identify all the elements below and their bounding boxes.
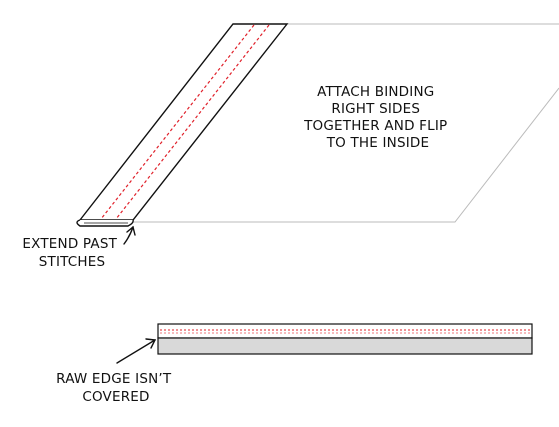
fabric-layer [157, 337, 533, 355]
attach-binding-line-2: RIGHT SIDES [331, 101, 420, 117]
attach-binding-line-1: ATTACH BINDING [317, 84, 434, 100]
top-illustration [76, 23, 559, 227]
raw-edge-label: RAW EDGE ISN’T COVERED [56, 371, 176, 405]
fabric-panel-right-edge [130, 87, 559, 223]
stitch-line-right [115, 24, 270, 220]
attach-binding-line-4: TO THE INSIDE [326, 135, 430, 151]
raw-edge-line-1: RAW EDGE ISN’T [56, 371, 172, 387]
raw-edge-arrow [116, 338, 157, 364]
extend-past-line-1: EXTEND PAST [22, 236, 117, 252]
attach-binding-label: ATTACH BINDING RIGHT SIDES TOGETHER AND … [303, 84, 452, 151]
extend-past-label: EXTEND PAST STITCHES [22, 236, 121, 270]
attach-binding-line-3: TOGETHER AND FLIP [303, 118, 447, 134]
stitch-line-left [100, 24, 255, 220]
extend-past-line-2: STITCHES [39, 254, 106, 270]
raw-edge-line-2: COVERED [82, 389, 149, 405]
cross-section [157, 323, 533, 355]
extend-past-arrow [123, 225, 136, 245]
binding-layer [157, 323, 533, 339]
